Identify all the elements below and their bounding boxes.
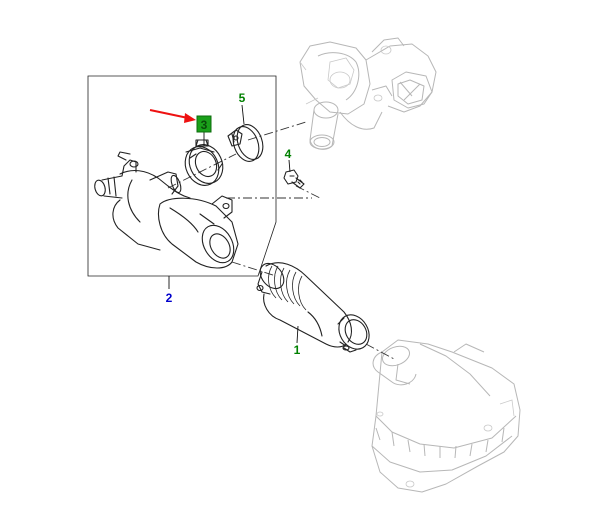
leader-lines bbox=[168, 104, 299, 344]
callout-3-highlight bbox=[196, 115, 212, 133]
air-intake-pipe bbox=[94, 151, 239, 269]
callout-labels: 2 3 5 4 1 bbox=[166, 91, 301, 357]
air-cleaner-ghost bbox=[371, 339, 521, 493]
band-clamp-part-5 bbox=[227, 124, 264, 162]
callout-4[interactable]: 4 bbox=[285, 147, 292, 161]
assembly-frame bbox=[87, 75, 277, 277]
bolt-part-4 bbox=[283, 169, 305, 189]
air-intake-hose-part-1 bbox=[256, 262, 370, 353]
turbocharger-ghost bbox=[299, 37, 437, 150]
callout-1[interactable]: 1 bbox=[294, 343, 301, 357]
callout-2[interactable]: 2 bbox=[166, 291, 173, 305]
callout-5[interactable]: 5 bbox=[239, 91, 246, 105]
red-pointer-arrow bbox=[149, 109, 196, 123]
callout-3[interactable]: 3 bbox=[201, 118, 208, 132]
hose-clamp-part-3 bbox=[184, 139, 224, 186]
